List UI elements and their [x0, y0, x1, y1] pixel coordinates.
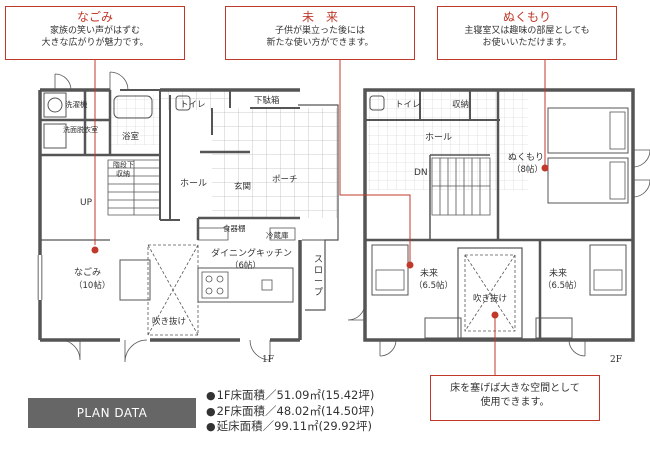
callout-nagomi-line1: 家族の笑い声がはずむ	[49, 26, 140, 36]
callout-mirai: 未 来 子供が巣立った後には 新たな使い方ができます。	[225, 6, 415, 60]
room-label-slope-3: ー	[314, 277, 323, 287]
callout-nagomi-line2: 大きな広がりが魅力です。	[41, 38, 149, 48]
room-label-dining-size: （6帖）	[230, 260, 261, 271]
callout-nukumori-line1: 主寝室又は趣味の部屋としても	[464, 26, 590, 36]
room-label-hall-1f: ホール	[180, 178, 207, 189]
room-label-nukumori: ぬくもり	[508, 152, 544, 163]
floor-area-list: 1F床面積／51.09㎡(15.42坪) 2F床面積／48.02㎡(14.50坪…	[206, 388, 375, 435]
room-label-senmen: 洗面脱衣室	[63, 125, 98, 134]
callout-nukumori-title: ぬくもり	[502, 10, 551, 24]
callout-nukumori: ぬくもり 主寝室又は趣味の部屋としても お使いいただけます。	[437, 6, 617, 60]
room-label-slope-2: ロ	[314, 266, 323, 276]
plan-data-banner: PLAN DATA	[28, 398, 196, 428]
room-label-nukumori-size: （8帖）	[512, 164, 543, 175]
room-label-dn: DN	[414, 168, 428, 178]
callout-nukumori-line2: お使いいただけます。	[482, 38, 572, 48]
floor-area-1f: 1F床面積／51.09㎡(15.42坪)	[206, 388, 375, 404]
room-label-shokkidana: 食器棚	[223, 223, 246, 233]
room-label-sentakuki: 洗濯機	[65, 99, 88, 109]
floor2-plan	[347, 88, 650, 357]
room-label-nagomi: なごみ	[74, 266, 101, 278]
room-label-porch: ポーチ	[272, 175, 298, 185]
room-label-mirai-left-size: （6.5帖）	[414, 280, 453, 291]
room-label-nagomi-size: （10帖）	[74, 280, 110, 291]
room-label-mirai-right-size: （6.5帖）	[543, 280, 582, 291]
room-label-kaidanshita-1: 階段下	[113, 160, 134, 169]
room-label-fukinuke-1f: 吹き抜け	[152, 316, 186, 327]
room-label-dining: ダイニングキッチン	[211, 247, 292, 259]
room-label-reizoko: 冷蔵庫	[266, 230, 289, 240]
room-label-hall-2f: ホール	[425, 132, 452, 143]
floor-area-2f: 2F床面積／48.02㎡(14.50坪)	[206, 404, 375, 420]
floor-area-total: 延床面積／99.11㎡(29.92坪)	[206, 419, 374, 435]
room-label-up: UP	[80, 198, 93, 208]
room-label-genkan: 玄関	[234, 181, 251, 192]
callout-mirai-line2: 新たな使い方ができます。	[266, 38, 374, 48]
room-label-mirai-left: 未来	[420, 267, 438, 279]
room-label-toilet-1f: トイレ	[180, 100, 206, 110]
callout-fukinuke-line1: 床を塞げば大きな空間として	[450, 383, 580, 394]
callout-fukinuke-line2: 使用できます。	[480, 397, 550, 408]
room-label-shuno: 収納	[452, 99, 469, 110]
room-label-slope-1: ス	[314, 255, 323, 265]
callout-fukinuke: 床を塞げば大きな空間として 使用できます。	[430, 375, 600, 421]
callout-nagomi-title: なごみ	[76, 10, 113, 24]
room-label-mirai-right: 未来	[549, 267, 567, 279]
callout-mirai-title: 未 来	[301, 10, 338, 24]
room-label-getabako: 下駄箱	[254, 95, 280, 106]
floor1-label: 1F	[262, 355, 274, 365]
callout-leaders	[91, 60, 549, 375]
room-label-slope-4: プ	[314, 287, 323, 298]
floor2-label: 2F	[610, 355, 622, 365]
room-label-kaidanshita-2: 収納	[116, 169, 130, 178]
floor1-plan	[37, 71, 339, 363]
callout-mirai-line1: 子供が巣立った後には	[274, 26, 365, 36]
room-label-fukinuke-2f: 吹き抜け	[473, 293, 507, 304]
room-label-yokushitsu: 浴室	[122, 131, 140, 142]
room-label-toilet-2f: トイレ	[395, 100, 421, 110]
callout-nagomi: なごみ 家族の笑い声がはずむ 大きな広がりが魅力です。	[5, 6, 185, 60]
